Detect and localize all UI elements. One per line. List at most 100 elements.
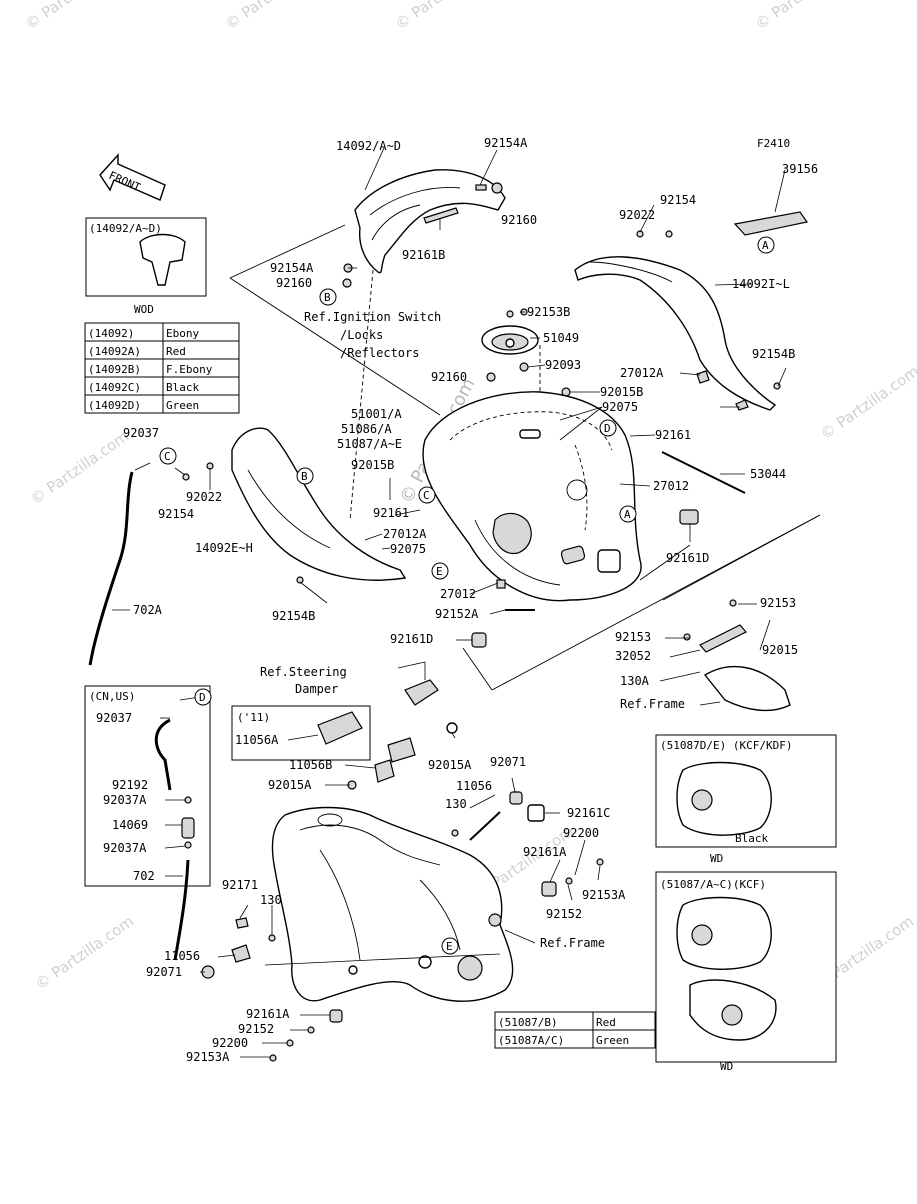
label-11056: 11056	[456, 779, 492, 793]
circle-marker: E	[436, 565, 443, 578]
circle-marker: D	[604, 422, 611, 435]
kcf-kdf-inset: (51087D/E) (KCF/KDF) Black WD	[655, 734, 837, 865]
label-92192: 92192	[112, 778, 148, 792]
front-arrow-icon: FRONT	[99, 153, 166, 201]
label-130: 130	[445, 797, 467, 811]
label-92161d: 92161D	[390, 632, 433, 646]
color-table-51087: (51087/B) Red (51087A/C) Green	[494, 1011, 656, 1049]
label-92161a: 92161A	[246, 1007, 290, 1021]
kcf-kdf-title: (51087D/E) (KCF/KDF)	[660, 739, 792, 752]
bracket-32052	[659, 599, 791, 712]
label-92161: 92161	[655, 428, 691, 442]
label-92154a: 92154A	[270, 261, 314, 275]
fuel-cap-51049	[481, 325, 539, 355]
left-side-cover-14092EH	[231, 427, 407, 581]
part-labels: 14092/A~D 92154A 92160 92161B 92154A 921…	[96, 136, 818, 1064]
table-part-code: (14092A)	[88, 345, 141, 358]
black-caption: Black	[735, 832, 768, 845]
wod-inset: (14092/A~D) WOD	[85, 217, 207, 316]
table-part-code: (51087A/C)	[498, 1034, 564, 1047]
label-92015: 92015	[762, 643, 798, 657]
label-92171: 92171	[222, 878, 258, 892]
year-11-inset: ('11)	[231, 705, 371, 761]
kcf-title: (51087/A~C)(KCF)	[660, 878, 766, 891]
label-92037a: 92037A	[103, 793, 147, 807]
table-color: Red	[166, 345, 186, 358]
watermark: © Partzilla.com	[22, 0, 127, 33]
label-14092i-l: 14092I~L	[732, 277, 790, 291]
table-color: Red	[596, 1016, 616, 1029]
label-92152a: 92152A	[435, 607, 479, 621]
watermark: © Partzilla.com	[27, 427, 132, 508]
label-702a: 702A	[133, 603, 163, 617]
right-side-cover-14092IL	[574, 256, 777, 411]
label-92152: 92152	[546, 907, 582, 921]
label-ref-frame: Ref.Frame	[620, 697, 685, 711]
table-part-code: (51087/B)	[498, 1016, 558, 1029]
label-92071: 92071	[490, 755, 526, 769]
label-92153a: 92153A	[582, 888, 626, 902]
label-27012a: 27012A	[620, 366, 664, 380]
label-ref-ignition-reflectors: /Reflectors	[340, 346, 419, 360]
circle-marker: A	[624, 508, 631, 521]
circle-marker: E	[446, 940, 453, 953]
label-702: 702	[133, 869, 155, 883]
label-130: 130	[260, 893, 282, 907]
color-table-14092: (14092)Ebony(14092A)Red(14092B)F.Ebony(1…	[84, 322, 240, 414]
table-color: Black	[166, 381, 199, 394]
label-51086: 51086/A	[341, 422, 392, 436]
label-14069: 14069	[112, 818, 148, 832]
label-39156: 39156	[782, 162, 818, 176]
label-27012: 27012	[440, 587, 476, 601]
table-color: Ebony	[166, 327, 199, 340]
wd-caption: WD	[720, 1060, 733, 1073]
circle-marker: C	[423, 489, 430, 502]
watermark: © Partzilla.com	[817, 362, 917, 443]
figure-code: F2410	[757, 137, 790, 150]
circle-marker: D	[199, 691, 206, 704]
label-92153: 92153	[760, 596, 796, 610]
label-92154b: 92154B	[272, 609, 315, 623]
label-ref-steering-damper: Damper	[295, 682, 338, 696]
label-92015b: 92015B	[351, 458, 394, 472]
label-92071: 92071	[146, 965, 182, 979]
label-92154: 92154	[158, 507, 194, 521]
label-92160: 92160	[501, 213, 537, 227]
circle-marker: B	[301, 470, 308, 483]
table-part-code: (14092)	[88, 327, 134, 340]
label-92093: 92093	[545, 358, 581, 372]
label-92161b: 92161B	[402, 248, 445, 262]
label-ref-ignition-locks: /Locks	[340, 328, 383, 342]
label-51049: 51049	[543, 331, 579, 345]
label-14092-a-d: 14092/A~D	[336, 139, 401, 153]
label-92154: 92154	[660, 193, 696, 207]
year-box-title: ('11)	[237, 711, 270, 724]
watermark: © Partzilla.com	[222, 0, 327, 33]
table-color: Green	[596, 1034, 629, 1047]
label-92015b: 92015B	[600, 385, 643, 399]
fuel-tank-cover	[422, 391, 642, 602]
cnus-title: (CN,US)	[89, 690, 135, 703]
label-11056b: 11056B	[289, 758, 332, 772]
reference-circles: A A B B C C D D E E	[159, 236, 775, 955]
label-92153b: 92153B	[527, 305, 570, 319]
label-27012: 27012	[653, 479, 689, 493]
part-39156	[733, 169, 809, 236]
label-130a: 130A	[620, 674, 650, 688]
label-92161c: 92161C	[567, 806, 610, 820]
label-14092e-h: 14092E~H	[195, 541, 253, 555]
label-92200: 92200	[563, 826, 599, 840]
watermark: © Partzilla.com	[32, 912, 137, 993]
label-92161d: 92161D	[666, 551, 709, 565]
table-color: F.Ebony	[166, 363, 213, 376]
label-ref-ignition: Ref.Ignition Switch	[304, 310, 441, 324]
wod-title: (14092/A~D)	[89, 222, 162, 235]
table-part-code: (14092C)	[88, 381, 141, 394]
label-32052: 32052	[615, 649, 651, 663]
label-53044: 53044	[750, 467, 786, 481]
part-92161b	[423, 207, 459, 230]
circle-marker: C	[164, 450, 171, 463]
label-92153a: 92153A	[186, 1050, 230, 1064]
label-92022: 92022	[619, 208, 655, 222]
